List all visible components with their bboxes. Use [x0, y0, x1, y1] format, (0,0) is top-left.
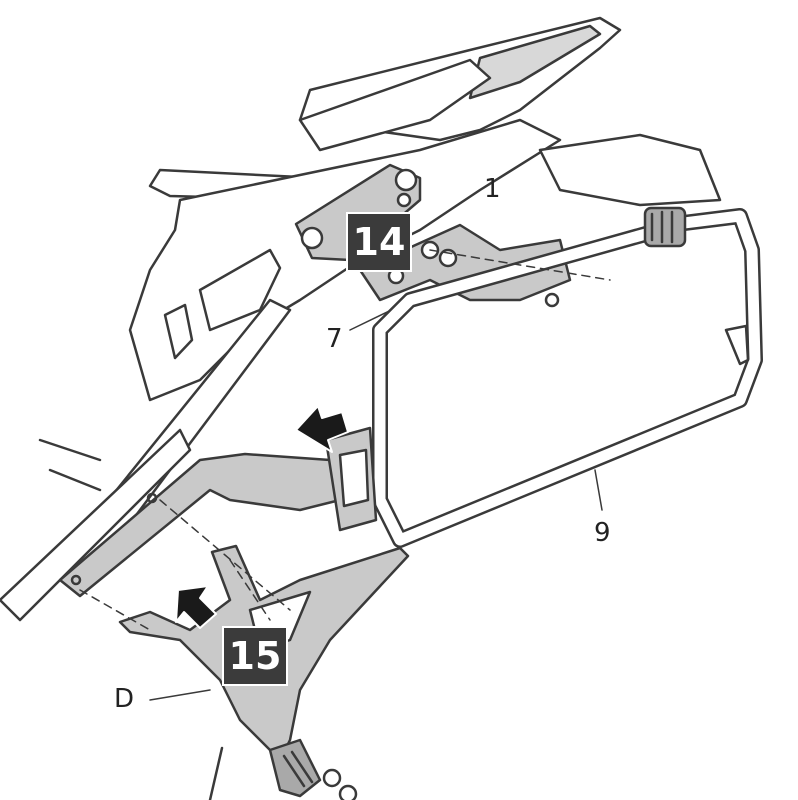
- subframe-window-2: [163, 303, 194, 360]
- washer: [322, 768, 342, 788]
- guide-line: [159, 499, 291, 611]
- direction-arrows: [175, 405, 349, 629]
- rear-subframe: [0, 16, 722, 622]
- bracket-arm: [58, 452, 342, 598]
- arrow-up-icon: [175, 585, 217, 629]
- rear-fender: [538, 133, 722, 207]
- guide-line: [229, 559, 271, 621]
- frame-inner-rail: [374, 210, 761, 546]
- bolt-hole: [70, 574, 82, 586]
- lower-mid-bracket: [58, 426, 378, 598]
- callout-part-d: D: [114, 684, 135, 714]
- upper-bracket-part-7: [349, 223, 572, 331]
- bolt-head: [396, 192, 412, 208]
- guide-line: [79, 589, 151, 631]
- rod: [208, 746, 224, 800]
- subframe-window-1: [198, 248, 282, 332]
- washer: [338, 784, 358, 800]
- callout-part-9: 9: [594, 518, 611, 548]
- step-badge-14: 14: [346, 212, 412, 272]
- frame-tube-left: [0, 428, 192, 622]
- arrow-left-icon: [295, 405, 349, 453]
- callout-part-7: 7: [326, 324, 343, 354]
- footpeg: [268, 738, 322, 798]
- frame-line-1: [38, 438, 102, 462]
- frame-line-2: [48, 468, 102, 492]
- side-case-frame-part-9: [372, 206, 763, 548]
- bolt-head: [394, 168, 418, 192]
- clamp-block-inner: [338, 448, 370, 508]
- frame-tab: [724, 324, 750, 366]
- alignment-guides: [79, 249, 611, 631]
- footpeg-grip: [282, 754, 306, 788]
- seat-rail-upper: [298, 58, 492, 152]
- callout-part-1: 1: [484, 174, 501, 204]
- bolt-head: [300, 226, 324, 250]
- leader-line-d: [149, 689, 211, 701]
- bolt-hole: [146, 492, 158, 504]
- frame-knob: [643, 206, 687, 248]
- bracket-body: [358, 223, 572, 302]
- footpeg-grip: [290, 750, 314, 784]
- guide-line: [429, 249, 611, 281]
- step-badge-15: 15: [222, 626, 288, 686]
- leader-line-9: [594, 469, 603, 511]
- bolt: [544, 292, 560, 308]
